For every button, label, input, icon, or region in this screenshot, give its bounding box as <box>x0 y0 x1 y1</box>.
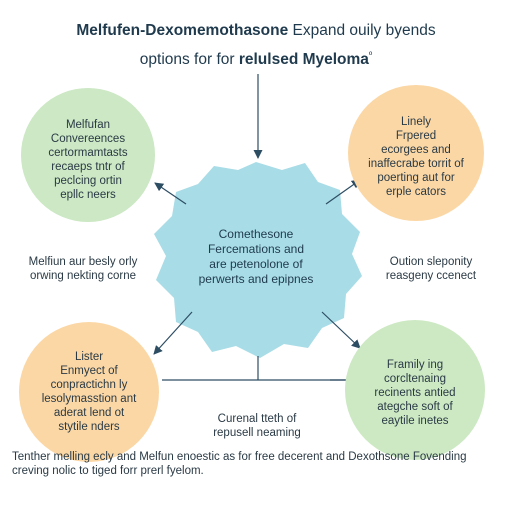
node-text-line: peclcing ortin <box>54 175 122 187</box>
node-text-line: Melfufan <box>65 119 111 131</box>
footer-line: Tenther melling ecly and Melfun enoestic… <box>12 451 467 463</box>
bottom-center-label: Curenal tteth of repusell neaming <box>192 412 322 440</box>
node-text-line: conpractichn ly <box>50 379 128 391</box>
node-text-line: lesolymasstion ant <box>41 393 137 405</box>
node-text-line: recaeps tntr of <box>51 161 125 173</box>
node-text-line: recinents antied <box>374 387 456 399</box>
title-line-2: options for for relulsed Myelomaº <box>0 43 512 72</box>
title-line-1-rest: Expand ouily byends <box>288 22 436 39</box>
node-text-line: Enmyect of <box>60 365 118 377</box>
arrow-center-to-bottom-right <box>321 311 361 349</box>
center-node-shape <box>154 162 362 358</box>
side-label-line: Melfiun aur besly orly <box>28 256 138 268</box>
node-lister: Lister Enmyect of conpractichn ly lesoly… <box>19 322 159 462</box>
node-text-line: poerting aut for <box>377 172 455 184</box>
side-label-right: Oution sleponity reasgeny ccenect <box>360 255 502 283</box>
diagram-title: Melfufen-Dexomemothasone Expand ouily by… <box>0 18 512 72</box>
node-lister-text: Lister Enmyect of conpractichn ly lesoly… <box>19 350 159 434</box>
node-linely-text: Linely Frpered ecorgees and inaffecrabe … <box>348 115 484 199</box>
side-label-line: reasgeny ccenect <box>385 270 477 282</box>
node-text-line: corcltenaing <box>383 373 446 385</box>
node-text-line: eaytile inetes <box>381 415 449 427</box>
node-text-line: erple cators <box>385 186 447 198</box>
title-mark: º <box>368 50 373 60</box>
node-melfufan: Melfufan Convereences certormamtasts rec… <box>21 88 155 222</box>
arrow-center-to-top-right <box>325 179 361 205</box>
center-text-line: are petenolone of <box>209 257 303 271</box>
node-text-line: Frpered <box>395 130 437 142</box>
center-title: Comethesone <box>218 227 294 241</box>
center-text-line: Fercemations and <box>207 242 305 256</box>
center-node-text: Comethesone Fercemations and are petenol… <box>170 227 342 287</box>
node-text-line: ecorgees and <box>381 144 451 156</box>
node-text-line: Framily ing <box>386 359 444 371</box>
title-bold-disease: relulsed Myeloma <box>238 51 369 69</box>
side-label-line: orwing nekting corne <box>29 270 137 282</box>
connector-group <box>153 74 361 385</box>
bottom-label-line: Curenal tteth of <box>217 413 297 425</box>
node-text-line: stytile nders <box>58 421 120 433</box>
side-label-left: Melfiun aur besly orly orwing nekting co… <box>8 255 158 283</box>
title-line-2-pre: options for for <box>139 51 239 69</box>
node-text-line: ategche soft of <box>377 401 453 413</box>
footer-caption: Tenther melling ecly and Melfun enoestic… <box>12 450 504 478</box>
footer-line: creving nolic to tiged forr prerl fyelom… <box>12 465 204 477</box>
node-melfufan-text: Melfufan Convereences certormamtasts rec… <box>21 118 155 202</box>
node-text-line: inaffecrabe torrit of <box>368 158 464 170</box>
node-text-line: Lister <box>74 351 104 363</box>
center-text-line: perwerts and epipnes <box>198 272 314 286</box>
side-label-line: Oution sleponity <box>389 256 473 268</box>
bottom-label-line: repusell neaming <box>213 427 301 439</box>
title-line-1: Melfufen-Dexomemothasone Expand ouily by… <box>0 18 512 43</box>
node-text-line: aderat lend ot <box>53 407 125 419</box>
node-text-line: epllc neers <box>60 189 116 201</box>
arrow-center-to-top-left <box>154 182 187 205</box>
title-bold-drug: Melfufen-Dexomemothasone <box>76 22 289 39</box>
node-text-line: certormamtasts <box>48 147 128 159</box>
node-framily-text: Framily ing corcltenaing recinents antie… <box>345 358 485 428</box>
arrow-center-to-bottom-left <box>153 311 193 355</box>
node-linely: Linely Frpered ecorgees and inaffecrabe … <box>348 85 484 221</box>
node-framily: Framily ing corcltenaing recinents antie… <box>345 320 485 460</box>
node-text-line: Linely <box>400 116 432 128</box>
node-text-line: Convereences <box>50 133 126 145</box>
